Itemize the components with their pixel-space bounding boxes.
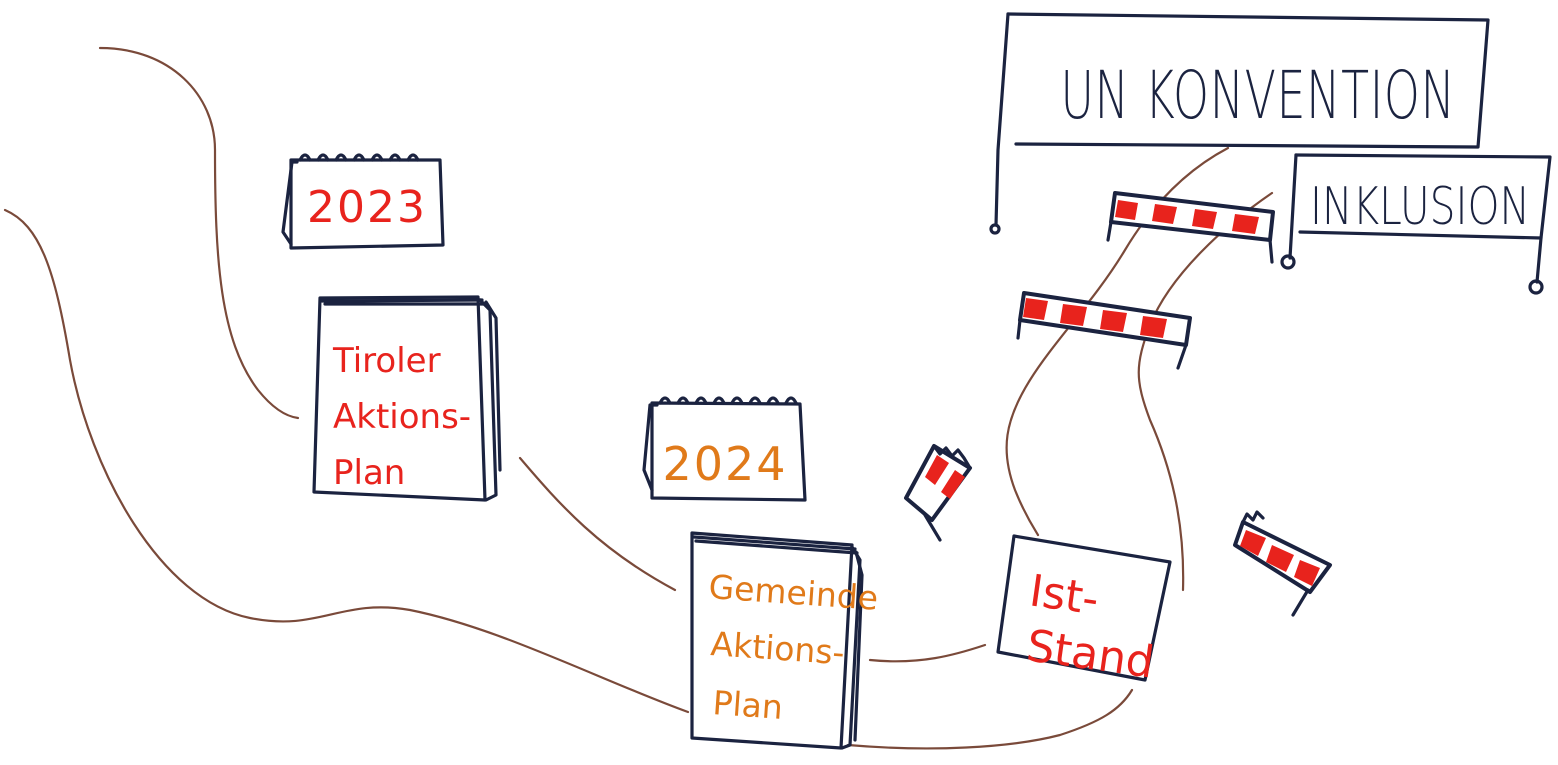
book-icon: [690, 531, 864, 750]
status-box: Ist- Stand: [996, 534, 1172, 689]
barrier-broken-left: [904, 444, 972, 542]
road-lower-left: [3, 208, 690, 714]
barrier-icon: [1233, 510, 1332, 617]
banner-sign-icon: [1280, 153, 1552, 295]
book-title-line-2: Aktions-: [333, 397, 471, 437]
road-bottom: [846, 688, 1134, 750]
calendar-icon: [281, 153, 445, 250]
road-upper-left: [98, 46, 300, 420]
book-title-line-1: Gemeinde: [707, 567, 879, 618]
barrier-broken-right: [1233, 510, 1332, 617]
banner-un-konvention: UN KONVENTION: [989, 12, 1490, 235]
barrier-middle: [1016, 291, 1192, 370]
barrier-icon: [1106, 191, 1275, 264]
calendar-2024: 2024: [642, 396, 807, 502]
road-mid-connector: [518, 456, 677, 592]
road-right-rail: [1137, 191, 1274, 592]
road-to-status: [868, 643, 987, 663]
book-gemeinde-aktionsplan: Gemeinde Aktions- Plan: [690, 531, 879, 750]
status-line-1: Ist-: [1026, 565, 1101, 625]
calendar-year-2024: 2024: [662, 437, 787, 491]
book-title-line-3: Plan: [333, 453, 405, 493]
banner-main-text: UN KONVENTION: [1061, 57, 1456, 134]
barrier-icon: [1016, 291, 1192, 370]
book-tiroler-aktionsplan: Tiroler Aktions- Plan: [312, 295, 502, 502]
barrier-icon: [904, 444, 972, 542]
book-title-line-3: Plan: [711, 683, 784, 727]
book-title-line-2: Aktions-: [709, 624, 845, 672]
calendar-2023: 2023: [281, 153, 445, 250]
banner-secondary-text: INKLUSION: [1310, 177, 1530, 237]
calendar-year-2023: 2023: [307, 182, 427, 233]
barrier-top: [1106, 191, 1275, 264]
banner-inklusion: INKLUSION: [1280, 153, 1552, 295]
book-icon: [312, 295, 502, 502]
status-line-2: Stand: [1023, 620, 1157, 688]
calendar-icon: [642, 396, 807, 502]
book-title-line-1: Tiroler: [332, 341, 441, 381]
banner-sign-icon: [989, 12, 1490, 235]
